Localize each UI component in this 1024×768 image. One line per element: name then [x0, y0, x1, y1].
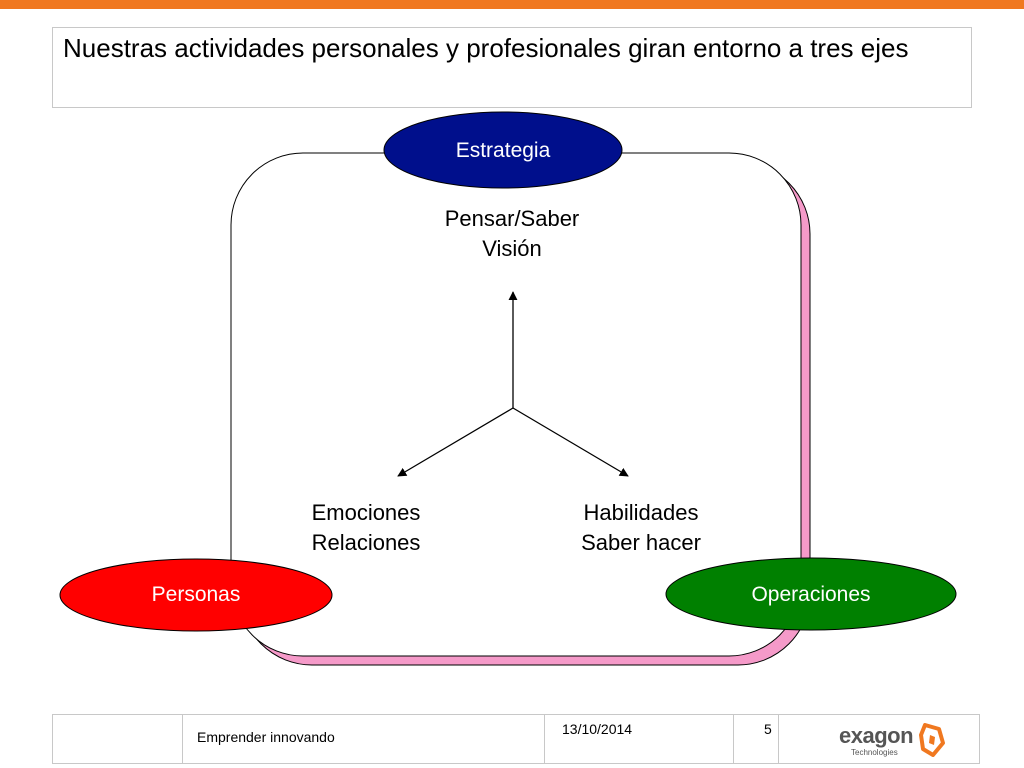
operaciones-label: Operaciones [751, 583, 871, 606]
right-axis-line-2: Saber hacer [581, 530, 701, 555]
top-axis-text: Pensar/Saber Visión [412, 204, 612, 264]
personas-label: Personas [151, 583, 241, 606]
left-axis-line-2: Relaciones [311, 530, 421, 555]
estrategia-label: Estrategia [455, 139, 551, 162]
estrategia-oval [383, 111, 623, 189]
logo-word: exagon [839, 723, 914, 748]
top-accent-bar [0, 0, 1024, 9]
hexagon-logo-icon [919, 723, 945, 757]
axis-right-arrow [512, 407, 629, 477]
operaciones-oval [665, 557, 957, 631]
slide-title: Nuestras actividades personales y profes… [52, 27, 972, 108]
footer-divider [544, 715, 545, 764]
footer-divider [182, 715, 183, 764]
personas-oval [59, 558, 333, 632]
exagon-logo: exagon Technologies [839, 721, 949, 759]
left-axis-text: Emociones Relaciones [276, 498, 456, 558]
footer-caption: Emprender innovando [197, 729, 335, 745]
top-axis-line-1: Pensar/Saber [444, 206, 580, 231]
slide-footer: Emprender innovando 13/10/2014 5 exagon … [52, 714, 980, 764]
right-axis-line-1: Habilidades [583, 500, 699, 525]
logo-subtitle: Technologies [851, 748, 898, 757]
three-axes-diagram [59, 111, 957, 666]
footer-divider [733, 715, 734, 764]
left-axis-line-1: Emociones [311, 500, 421, 525]
footer-date: 13/10/2014 [562, 721, 633, 737]
footer-page-number: 5 [764, 721, 772, 737]
footer-divider [778, 715, 779, 764]
top-axis-line-2: Visión [482, 236, 542, 261]
right-axis-text: Habilidades Saber hacer [551, 498, 731, 558]
axis-left-arrow [397, 407, 514, 477]
